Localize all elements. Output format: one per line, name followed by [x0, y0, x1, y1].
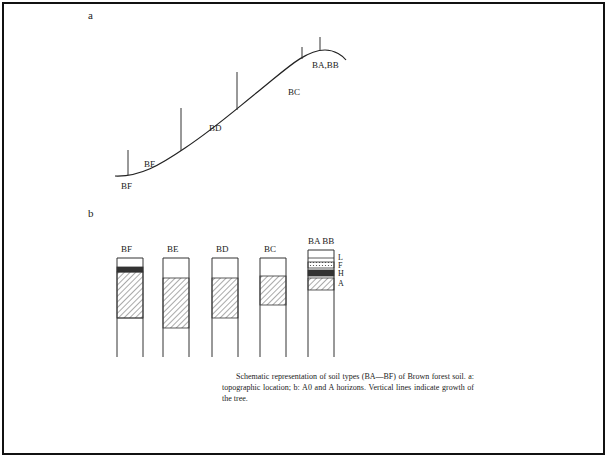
curve-label: BD: [209, 124, 222, 133]
soil-columns: [117, 250, 334, 357]
horizon-label: L: [338, 254, 343, 262]
horizon-label: H: [338, 270, 344, 278]
panel-letter: a: [88, 10, 93, 21]
frame: [3, 3, 604, 454]
curve-label: BE: [144, 160, 156, 169]
column-label: BD: [216, 245, 229, 254]
curve-label: BF: [121, 182, 132, 191]
figure-caption: Schematic representation of soil types (…: [222, 372, 474, 404]
curve-label: BA,BB: [312, 61, 339, 70]
horizon-label: A: [338, 280, 344, 288]
soil-horizons: [117, 258, 334, 328]
horizon-label: F: [338, 262, 342, 270]
column-label: BC: [264, 245, 276, 254]
column-label: BA BB: [308, 237, 334, 246]
panel-letter: b: [88, 208, 94, 219]
column-label: BE: [167, 245, 179, 254]
curve-label: BC: [288, 88, 300, 97]
tree-growth-lines: [128, 37, 320, 175]
column-label: BF: [121, 245, 132, 254]
slope-curve: [115, 50, 346, 176]
